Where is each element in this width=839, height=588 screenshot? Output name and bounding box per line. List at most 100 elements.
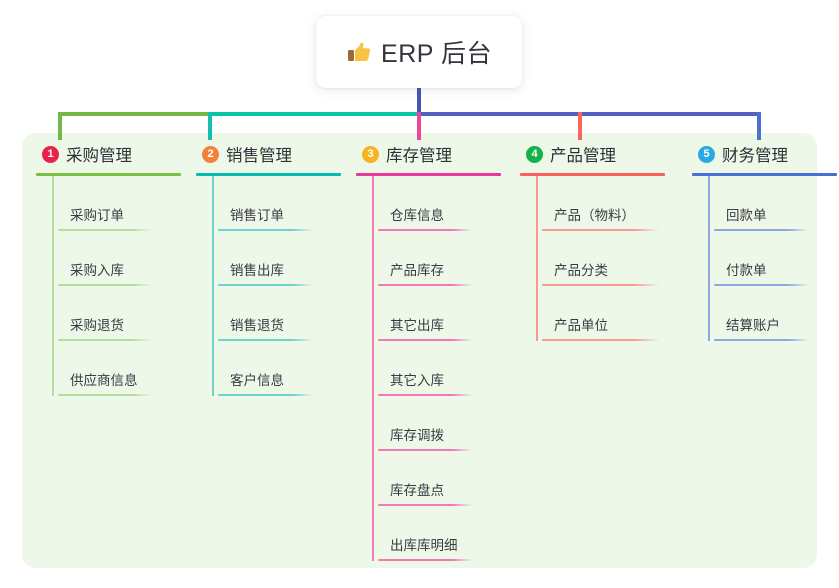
leaf-node[interactable]: 回款单 [714, 176, 832, 231]
leaf-rule [714, 284, 809, 286]
branch-spine [372, 176, 374, 561]
branch-spine [536, 176, 538, 341]
branch-header-采购管理[interactable]: 1 采购管理 [36, 140, 192, 168]
leaf-node[interactable]: 产品分类 [542, 231, 690, 286]
leaf-node[interactable]: 采购入库 [58, 231, 192, 286]
branch-title: 财务管理 [722, 147, 788, 165]
branch-items: 产品（物料） 产品分类产品单位 [520, 176, 690, 341]
leaf-rule [542, 229, 660, 231]
thumbs-up-icon [346, 39, 372, 65]
connector-drop-1 [58, 112, 62, 140]
branch-items: 销售订单销售出库销售退货客户信息 [196, 176, 352, 396]
branch-column-财务管理: 5 财务管理回款单付款单结算账户 [692, 140, 837, 341]
branch-index-badge: 3 [362, 145, 379, 163]
leaf-label: 采购退货 [70, 318, 124, 333]
leaf-label: 其它出库 [390, 318, 444, 333]
leaf-node[interactable]: 库存调拨 [378, 396, 512, 451]
leaf-label: 销售出库 [230, 263, 284, 278]
leaf-rule [378, 559, 473, 561]
leaf-node[interactable]: 销售退货 [218, 286, 352, 341]
branch-spine [708, 176, 710, 341]
leaf-rule [218, 339, 313, 341]
leaf-node[interactable]: 产品单位 [542, 286, 690, 341]
branch-column-产品管理: 4 产品管理产品（物料） 产品分类产品单位 [520, 140, 690, 341]
leaf-rule [218, 284, 313, 286]
branch-index-badge: 5 [698, 145, 715, 163]
leaf-label: 产品（物料） [554, 208, 635, 223]
leaf-node[interactable]: 出库库明细 [378, 506, 512, 561]
branch-header-产品管理[interactable]: 4 产品管理 [520, 140, 690, 168]
connector-bus-middle [208, 112, 419, 116]
branch-title: 采购管理 [66, 147, 132, 165]
leaf-label: 采购订单 [70, 208, 124, 223]
leaf-label: 供应商信息 [70, 373, 138, 388]
leaf-node[interactable]: 结算账户 [714, 286, 832, 341]
leaf-rule [58, 284, 153, 286]
connector-drop-3 [417, 112, 421, 140]
leaf-rule [542, 339, 660, 341]
branch-spine [212, 176, 214, 396]
leaf-node[interactable]: 产品（物料） [542, 176, 690, 231]
leaf-label: 客户信息 [230, 373, 284, 388]
leaf-label: 库存盘点 [390, 483, 444, 498]
connector-drop-5 [757, 112, 761, 140]
branch-items: 仓库信息产品库存其它出库其它入库库存调拨库存盘点出库库明细 [356, 176, 512, 561]
branch-header-财务管理[interactable]: 5 财务管理 [692, 140, 832, 168]
branch-items: 采购订单采购入库采购退货供应商信息 [36, 176, 192, 396]
branch-title: 销售管理 [226, 147, 292, 165]
branch-header-rule [196, 173, 341, 176]
leaf-label: 销售退货 [230, 318, 284, 333]
connector-trunk [417, 86, 421, 116]
leaf-label: 采购入库 [70, 263, 124, 278]
leaf-rule [378, 229, 473, 231]
branch-column-销售管理: 2 销售管理销售订单销售出库销售退货客户信息 [196, 140, 352, 396]
leaf-rule [378, 394, 473, 396]
leaf-rule [58, 229, 153, 231]
leaf-rule [378, 449, 473, 451]
root-node[interactable]: ERP 后台 [316, 16, 522, 88]
branch-header-库存管理[interactable]: 3 库存管理 [356, 140, 512, 168]
leaf-label: 库存调拨 [390, 428, 444, 443]
leaf-node[interactable]: 付款单 [714, 231, 832, 286]
leaf-node[interactable]: 其它入库 [378, 341, 512, 396]
branch-index-badge: 4 [526, 145, 543, 163]
leaf-node[interactable]: 库存盘点 [378, 451, 512, 506]
leaf-node[interactable]: 供应商信息 [58, 341, 192, 396]
leaf-node[interactable]: 产品库存 [378, 231, 512, 286]
branch-column-采购管理: 1 采购管理采购订单采购入库采购退货供应商信息 [36, 140, 192, 396]
leaf-rule [714, 229, 809, 231]
branch-spine [52, 176, 54, 396]
branch-header-rule [520, 173, 665, 176]
branch-header-rule [36, 173, 181, 176]
connector-bus-right [417, 112, 761, 116]
branch-title: 产品管理 [550, 147, 616, 165]
leaf-rule [378, 504, 473, 506]
leaf-rule [714, 339, 809, 341]
branch-header-销售管理[interactable]: 2 销售管理 [196, 140, 352, 168]
leaf-rule [58, 394, 153, 396]
leaf-node[interactable]: 采购订单 [58, 176, 192, 231]
branch-column-库存管理: 3 库存管理仓库信息产品库存其它出库其它入库库存调拨库存盘点出库库明细 [356, 140, 512, 561]
branch-index-badge: 2 [202, 145, 219, 163]
root-title: ERP 后台 [381, 40, 492, 68]
leaf-node[interactable]: 仓库信息 [378, 176, 512, 231]
leaf-rule [378, 339, 473, 341]
leaf-node[interactable]: 其它出库 [378, 286, 512, 341]
leaf-label: 付款单 [726, 263, 767, 278]
connector-bus-left [58, 112, 210, 116]
leaf-node[interactable]: 销售出库 [218, 231, 352, 286]
connector-drop-4 [578, 112, 582, 140]
branch-index-badge: 1 [42, 145, 59, 163]
leaf-label: 结算账户 [726, 318, 780, 333]
leaf-node[interactable]: 销售订单 [218, 176, 352, 231]
leaf-node[interactable]: 客户信息 [218, 341, 352, 396]
leaf-label: 仓库信息 [390, 208, 444, 223]
leaf-rule [542, 284, 660, 286]
branch-header-rule [356, 173, 501, 176]
leaf-node[interactable]: 采购退货 [58, 286, 192, 341]
connector-drop-2 [208, 112, 212, 140]
leaf-label: 产品库存 [390, 263, 444, 278]
leaf-label: 销售订单 [230, 208, 284, 223]
branch-title: 库存管理 [386, 147, 452, 165]
